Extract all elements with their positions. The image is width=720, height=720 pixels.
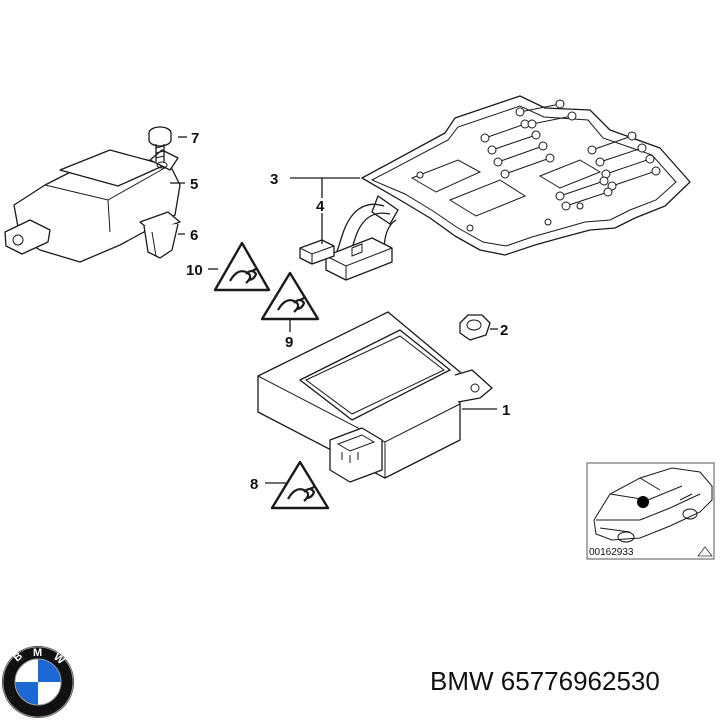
callout-6: 6 [190, 227, 198, 244]
sensor-module [4, 149, 181, 263]
seat-occupancy-mat [361, 95, 691, 256]
callout-4: 4 [316, 198, 325, 215]
warning-triangle-10 [213, 241, 271, 292]
hex-nut [459, 314, 491, 341]
warning-triangle-9 [260, 271, 320, 321]
control-unit [257, 311, 493, 483]
warning-triangle-8 [270, 460, 330, 510]
callout-9: 9 [285, 334, 293, 351]
bmw-logo: B M W [2, 646, 74, 718]
vehicle-locator-inset: 00162933 [586, 462, 715, 560]
callout-8: 8 [250, 476, 258, 493]
callout-2: 2 [500, 322, 508, 339]
part-caption: BMW 65776962530 [430, 666, 660, 697]
inset-reference-number: 00162933 [589, 547, 634, 558]
leader-lines [170, 136, 498, 484]
caption-part-number: 65776962530 [500, 666, 660, 696]
screw [148, 126, 172, 162]
clip-nut [139, 211, 181, 259]
bmw-logo-letter-m: M [33, 647, 42, 659]
callout-7: 7 [191, 130, 199, 147]
callout-10: 10 [186, 262, 203, 279]
callouts: 1 2 3 4 5 6 7 8 9 10 [186, 130, 510, 493]
callout-5: 5 [190, 176, 198, 193]
callout-1: 1 [502, 402, 510, 419]
connector-harness [299, 203, 397, 281]
caption-brand: BMW [430, 666, 494, 696]
callout-3: 3 [270, 171, 278, 188]
